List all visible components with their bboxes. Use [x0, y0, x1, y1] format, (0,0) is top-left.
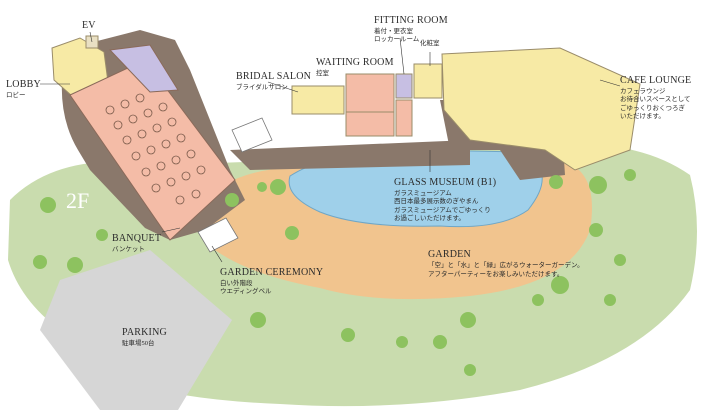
fitting-room-title: FITTING ROOM [374, 15, 448, 26]
lobby-title: LOBBY [6, 79, 41, 90]
waiting-room-label: WAITING ROOM 控室 [316, 52, 394, 78]
ev-label: EV [82, 20, 96, 31]
glass-museum-desc1: 西日本最多展示数のぎやまん [394, 197, 479, 205]
bridal-salon-subtitle: ブライダルサロン [236, 84, 288, 92]
parking-area [40, 250, 232, 410]
parking-subtitle: 駐車場50台 [122, 340, 155, 348]
lobby-subtitle: ロビー [6, 92, 26, 100]
waiting-room [345, 73, 395, 115]
garden-label: GARDEN 「空」と「水」と「緑」広がるウォーターガーデン。 アフターパーティ… [428, 244, 584, 280]
floor-label: 2F [66, 188, 90, 213]
cafe-lounge-subtitle: カフェラウンジ [620, 88, 666, 96]
garden-desc2: アフターパーティーをお楽しみいただけます。 [428, 271, 564, 279]
powder-room-title: 化粧室 [420, 40, 440, 47]
bridal-salon-title: BRIDAL SALON [236, 71, 312, 82]
banquet-label: BANQUET バンケット [112, 228, 161, 254]
corridor-wall [230, 140, 470, 170]
waiting-room-2 [345, 111, 395, 137]
powder-room [413, 63, 443, 99]
lobby-label: LOBBY ロビー [6, 74, 41, 100]
banquet-tables [105, 93, 206, 205]
leader-lines [40, 31, 621, 263]
glass-museum-subtitle: ガラスミュージアム [394, 190, 452, 198]
parking-label: PARKING 駐車場50台 [122, 322, 167, 348]
garden-ceremony-stairs [197, 217, 239, 253]
glass-museum-label: GLASS MUSEUM (B1) ガラスミュージアム 西日本最多展示数のぎやま… [394, 172, 496, 224]
cafe-lounge-label: CAFE LOUNGE カフェラウンジ お待合いスペースとして ごゆっくりおくつ… [620, 70, 691, 122]
garden-ceremony-subtitle2: ウエディングベル [220, 287, 272, 295]
cafe-lounge [441, 47, 641, 171]
cafe-lounge-title: CAFE LOUNGE [620, 75, 692, 86]
garden-ceremony-subtitle1: 白い外階段 [220, 280, 253, 288]
garden-title: GARDEN [428, 249, 471, 260]
banquet-title: BANQUET [112, 233, 162, 244]
garden-trees [33, 169, 636, 376]
glass-museum-title: GLASS MUSEUM (B1) [394, 177, 497, 188]
cafe-lounge-desc1: お待合いスペースとして [620, 95, 691, 103]
fitting-room-2 [395, 99, 413, 137]
cafe-lounge-desc3: いただけます。 [620, 113, 665, 121]
banquet-annex [108, 44, 179, 93]
garden-ceremony-label: GARDEN CEREMONY 白い外階段 ウエディングベル [220, 262, 323, 295]
powder-room-label: 化粧室 [420, 40, 440, 47]
glass-museum-desc3: お過ごしいただけます。 [394, 215, 465, 223]
fitting-room-subtitle1: 着付・更衣室 [374, 28, 413, 36]
banquet-subtitle: バンケット [112, 246, 145, 254]
waiting-room-subtitle: 控室 [316, 70, 329, 78]
fitting-room-label: FITTING ROOM 着付・更衣室 ロッカールーム [374, 10, 448, 43]
waiting-room-title: WAITING ROOM [316, 57, 394, 68]
glass-museum-desc2: ガラスミュージアムでごゆっくり [394, 206, 491, 214]
banquet-hall [69, 59, 236, 241]
cafe-lounge-desc2: ごゆっくりおくつろぎ [620, 104, 685, 112]
stairs [231, 117, 273, 153]
bridal-salon-label: BRIDAL SALON ブライダルサロン [236, 66, 311, 92]
parking-title: PARKING [122, 327, 167, 338]
garden-ceremony-title: GARDEN CEREMONY [220, 267, 324, 278]
fitting-room [395, 73, 413, 99]
fitting-room-subtitle2: ロッカールーム [374, 35, 420, 43]
bridal-salon [291, 85, 345, 115]
garden-desc1: 「空」と「水」と「緑」広がるウォーターガーデン。 [428, 262, 584, 270]
